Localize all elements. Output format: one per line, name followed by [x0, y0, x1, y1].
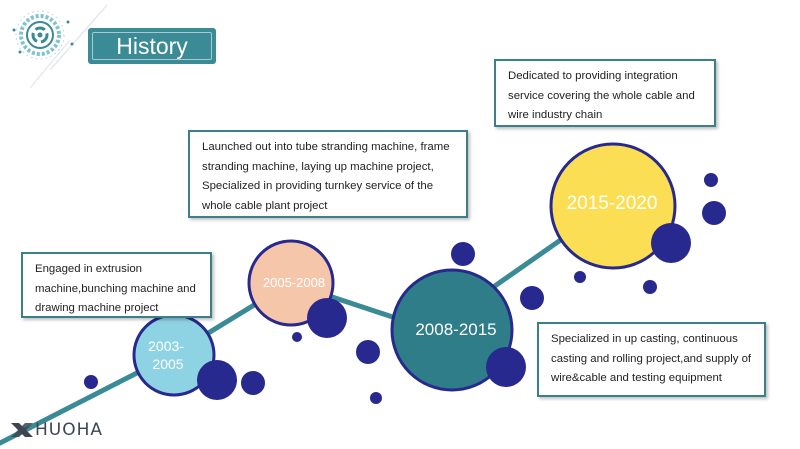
note-line: Dedicated to providing integration: [508, 70, 678, 82]
note-2008-2015: Specialized in up casting, continuous ca…: [537, 322, 766, 397]
note-line: whole cable plant project: [202, 199, 328, 212]
brand-logo: HUOHA: [10, 420, 103, 440]
milestone-2008-2015: 2008-2015: [390, 268, 526, 392]
note-line: stranding machine, laying up machine pro…: [202, 160, 434, 173]
note-line: machine,bunching machine and: [35, 282, 196, 295]
page-title: History: [88, 28, 216, 64]
decorative-dots: [84, 173, 726, 404]
brand-x-icon: [11, 423, 33, 437]
note-line: Specialized in providing turnkey service…: [202, 180, 434, 192]
milestone-label-2008-2015: 2008-2015: [415, 320, 496, 339]
milestone-label-2015-2020: 2015-2020: [567, 193, 658, 214]
note-line: wire&cable and testing equipment: [551, 372, 722, 384]
note-line: Launched out into tube stranding machine…: [202, 141, 450, 153]
milestone-2015-2020: 2015-2020: [549, 142, 691, 270]
note-line: wire industry chain: [508, 109, 603, 121]
note-line: casting and rolling project,and supply o…: [551, 352, 752, 365]
milestone-2003-2005: 2003- 2005: [132, 313, 237, 400]
brand-name: HUOHA: [35, 420, 104, 440]
note-line: Specialized in up casting, continuous: [551, 333, 738, 345]
milestone-label-2005-2008: 2005-2008: [263, 275, 325, 290]
milestone-label-2003-2005: 2003- 2005: [148, 338, 188, 372]
note-2015-2020: Dedicated to providing integration servi…: [494, 59, 716, 127]
note-line: drawing machine project: [35, 302, 159, 314]
note-2003-2005: Engaged in extrusion machine,bunching ma…: [21, 252, 212, 318]
note-line: Engaged in extrusion: [35, 263, 143, 275]
corner-decoration: [12, 4, 108, 89]
note-2005-2008: Launched out into tube stranding machine…: [188, 130, 468, 218]
milestone-2005-2008: 2005-2008: [247, 239, 347, 338]
note-line: service covering the whole cable and: [508, 89, 695, 102]
